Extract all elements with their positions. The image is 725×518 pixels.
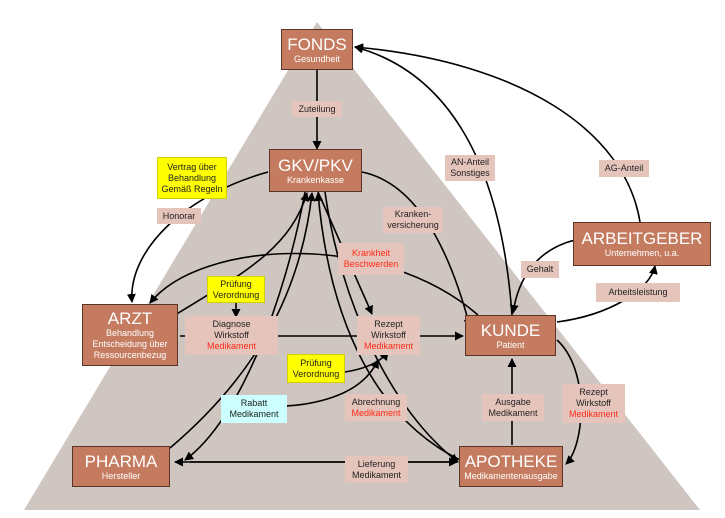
arrow-gkv-kunde — [361, 171, 473, 328]
arrow-apotheke-gkv — [314, 192, 461, 461]
label-zuteilung-text: Zuteilung — [298, 103, 336, 114]
label-ausgabe-line2: Medikament — [488, 407, 538, 418]
label-honorar-text: Honorar — [162, 210, 196, 221]
label-krankenversicherung-line2: versicherung — [387, 220, 439, 230]
node-apotheke-subtitle: Medikamentenausgabe — [464, 470, 558, 481]
label-krankenversicherung: Kranken- versicherung — [383, 207, 443, 233]
label-ag-anteil: AG-Anteil — [599, 160, 649, 177]
node-gkv-title: GKV/PKV — [278, 155, 353, 175]
node-apotheke: APOTHEKE Medikamentenausgabe — [459, 446, 563, 487]
label-pruefung-1-line1: Prüfung — [220, 278, 252, 289]
label-honorar: Honorar — [157, 208, 201, 224]
label-lieferung-line2: Medikament — [351, 469, 402, 480]
node-arbeitgeber-subtitle: Unternehmen, u.a. — [604, 248, 680, 258]
node-gkv: GKV/PKV Krankenkasse — [269, 149, 362, 192]
node-apotheke-title: APOTHEKE — [464, 451, 558, 471]
label-arbeitsleistung: Arbeitsleistung — [596, 283, 680, 302]
arrow-kunde-arzt — [149, 252, 479, 316]
node-fonds: FONDS Gesundheit — [281, 29, 353, 70]
label-gehalt: Gehalt — [521, 261, 559, 278]
node-arzt-line2: Entscheidung über — [92, 339, 168, 349]
node-kunde-title: KUNDE — [480, 320, 541, 340]
label-rezept-2: Rezept Wirkstoff Medikament — [562, 384, 625, 423]
node-arzt-line1: Behandlung — [105, 328, 155, 338]
label-diagnose-line1: Diagnose — [212, 319, 251, 329]
label-rezept-2-line1: Rezept — [579, 387, 608, 397]
label-pruefung-verordnung-2: Prüfung Verordnung — [287, 354, 345, 383]
label-rabatt-line1: Rabatt — [240, 398, 268, 408]
node-arbeitgeber: ARBEITGEBER Unternehmen, u.a. — [573, 222, 711, 266]
label-rabatt: Rabatt Medikament — [221, 395, 287, 423]
label-zuteilung: Zuteilung — [292, 101, 342, 117]
label-rezept-2-line2: Wirkstoff — [576, 398, 611, 408]
node-arzt-title: ARZT — [107, 309, 153, 328]
label-rezept-1-line2: Wirkstoff — [371, 330, 406, 340]
arrow-kunde-fonds — [354, 44, 513, 316]
label-krankheit: Krankheit Beschwerden — [338, 243, 404, 275]
arrow-arbeitgeber-fonds — [354, 43, 641, 223]
node-pharma-subtitle: Hersteller — [101, 470, 141, 481]
label-rezept-1: Rezept Wirkstoff Medikament — [357, 316, 420, 355]
label-rabatt-line2: Medikament — [229, 409, 279, 419]
label-rezept-2-line3: Medikament — [568, 409, 619, 419]
label-diagnose-line3: Medikament — [206, 341, 257, 351]
label-vertrag-line1: Vertrag über — [167, 161, 217, 172]
label-vertrag-line2: Behandlung — [167, 172, 217, 183]
node-kunde-subtitle: Patient — [496, 339, 525, 350]
arrow-gkv-arzt — [126, 171, 269, 303]
label-pruefung-verordnung-1: Prüfung Verordnung — [207, 276, 265, 303]
node-arzt: ARZT Behandlung Entscheidung über Ressou… — [82, 304, 178, 366]
node-arzt-line3: Ressourcenbezug — [93, 350, 167, 360]
node-fonds-subtitle: Gesundheit — [293, 53, 341, 64]
label-rezept-1-line1: Rezept — [374, 319, 403, 329]
label-pruefung-2-line1: Prüfung — [300, 357, 332, 368]
node-pharma-title: PHARMA — [84, 451, 158, 471]
label-ausgabe: Ausgabe Medikament — [482, 394, 544, 421]
label-an-anteil: AN-Anteil Sonstiges — [445, 155, 495, 181]
label-gehalt-text: Gehalt — [526, 264, 554, 274]
label-rezept-1-line3: Medikament — [363, 341, 414, 351]
label-ag-anteil-text: AG-Anteil — [604, 163, 644, 173]
label-diagnose-line2: Wirkstoff — [214, 330, 249, 340]
node-fonds-title: FONDS — [287, 34, 347, 54]
label-pruefung-1-line2: Verordnung — [212, 289, 260, 300]
label-abrechnung-line1: Abrechnung — [351, 396, 401, 407]
label-krankheit-line2: Beschwerden — [343, 259, 399, 269]
label-an-anteil-line2: Sonstiges — [450, 168, 490, 178]
label-lieferung-line1: Lieferung — [357, 458, 396, 469]
label-diagnose: Diagnose Wirkstoff Medikament — [185, 316, 278, 355]
label-ausgabe-line1: Ausgabe — [495, 396, 531, 407]
label-abrechnung-line2: Medikament — [351, 407, 401, 418]
node-gkv-subtitle: Krankenkasse — [286, 174, 345, 185]
node-arbeitgeber-title: ARBEITGEBER — [581, 229, 703, 248]
arrow-arzt-gkv — [174, 192, 310, 316]
label-krankenversicherung-line1: Kranken- — [394, 209, 432, 219]
label-vertrag: Vertrag über Behandlung Gemäß Regeln — [157, 157, 227, 199]
label-abrechnung: Abrechnung Medikament — [345, 394, 407, 421]
node-pharma: PHARMA Hersteller — [72, 446, 170, 487]
label-lieferung: Lieferung Medikament — [345, 456, 408, 483]
label-pruefung-2-line2: Verordnung — [292, 368, 340, 379]
label-arbeitsleistung-text: Arbeitsleistung — [608, 287, 668, 297]
node-kunde: KUNDE Patient — [465, 315, 556, 356]
label-krankheit-line1: Krankheit — [351, 248, 391, 258]
label-an-anteil-line1: AN-Anteil — [450, 157, 489, 167]
label-vertrag-line3: Gemäß Regeln — [161, 183, 223, 194]
